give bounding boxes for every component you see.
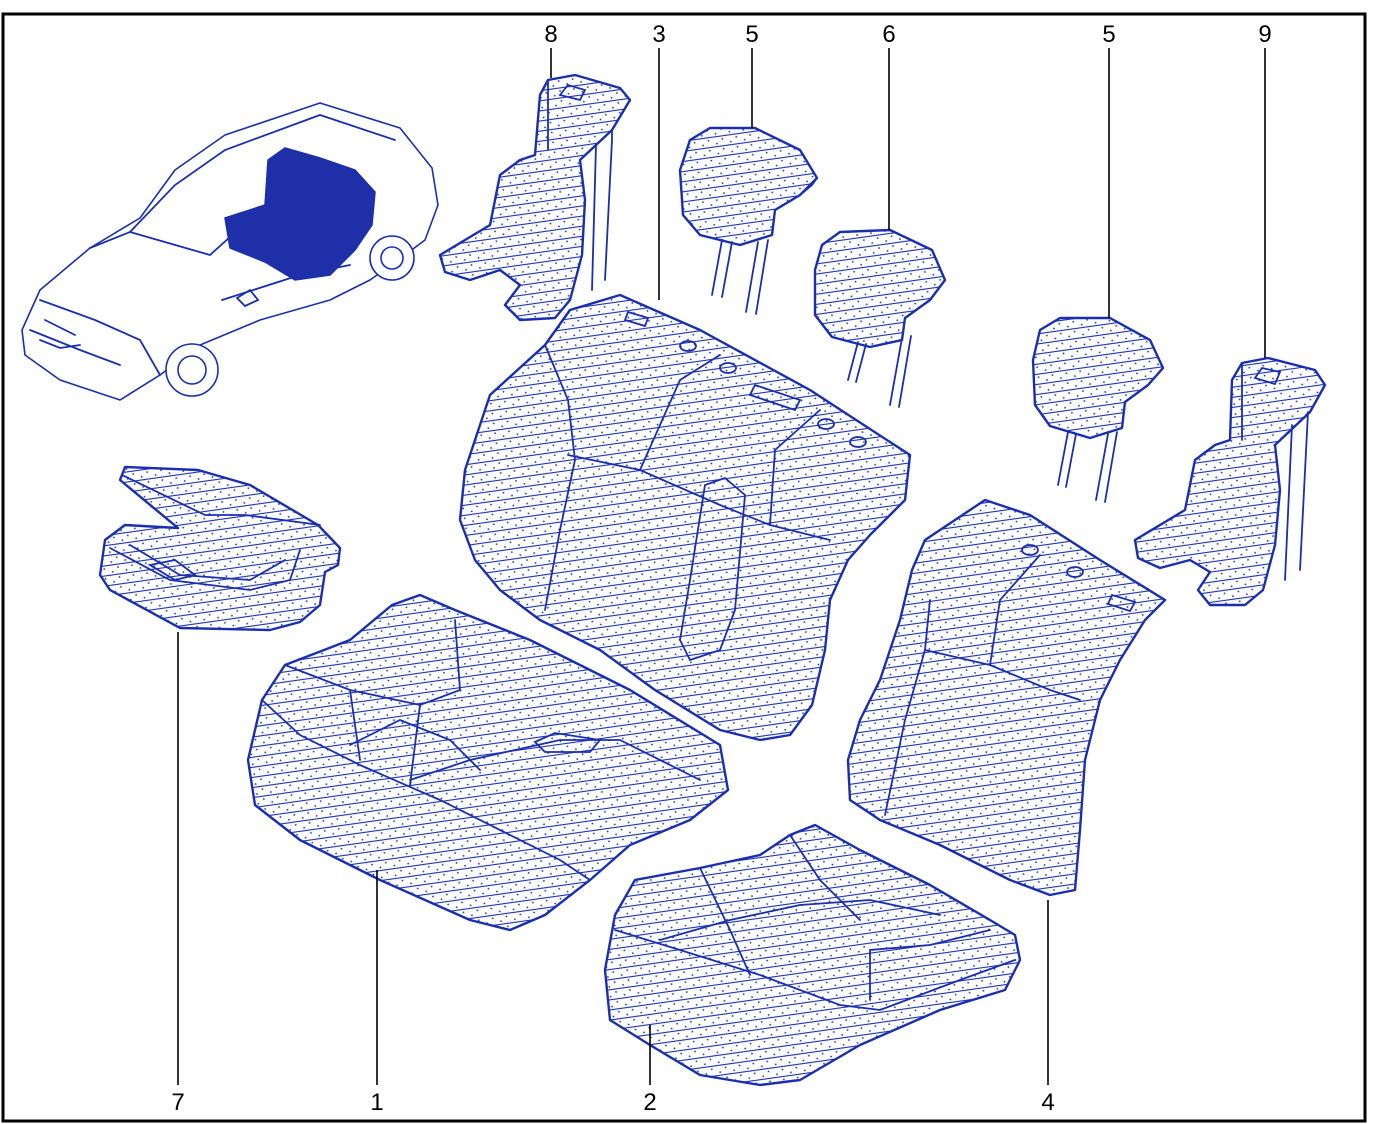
callout-7: 7 xyxy=(171,1089,184,1116)
callout-8: 8 xyxy=(544,21,557,48)
part-5-headrest-right xyxy=(1031,316,1165,503)
part-4-rear-backrest-small xyxy=(846,498,1167,897)
part-9-right-side-bolster xyxy=(1133,356,1327,607)
part-6-headrest-center xyxy=(813,228,947,408)
part-8-left-side-bolster xyxy=(438,73,632,322)
callout-5-right: 5 xyxy=(1102,21,1115,48)
diagram-frame xyxy=(1,12,1367,1123)
callout-1: 1 xyxy=(370,1089,383,1116)
callout-9: 9 xyxy=(1258,21,1271,48)
part-2-seat-cushion-small xyxy=(603,823,1022,1087)
callout-labels: 8 3 5 6 5 9 7 1 2 4 xyxy=(171,21,1271,1116)
car-overview-illustration xyxy=(21,102,439,401)
highlighted-rear-seat xyxy=(224,147,376,281)
callout-2: 2 xyxy=(643,1089,656,1116)
part-3-rear-backrest-large xyxy=(458,293,912,742)
leader-lines xyxy=(177,48,1266,1085)
callout-4: 4 xyxy=(1041,1089,1054,1116)
part-1-seat-cushion-large xyxy=(246,593,730,932)
callout-6: 6 xyxy=(882,21,895,48)
part-7-armrest xyxy=(98,465,342,632)
callout-3: 3 xyxy=(652,21,665,48)
callout-5-left: 5 xyxy=(745,21,758,48)
part-5-headrest-left xyxy=(678,126,819,315)
